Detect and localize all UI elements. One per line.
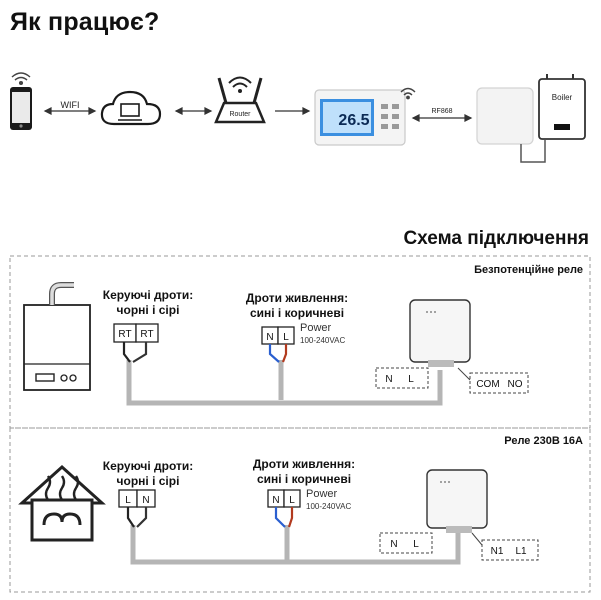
relay-terminal-label: COM bbox=[476, 379, 499, 390]
wifi-arrow bbox=[43, 107, 97, 115]
boiler-icon bbox=[538, 74, 586, 140]
terminal-label: N bbox=[142, 495, 149, 506]
gas-boiler-icon bbox=[23, 282, 91, 391]
relay-terminal-label: N bbox=[390, 539, 397, 550]
router-thermostat-arrow bbox=[275, 107, 311, 115]
section-frame-bottom bbox=[9, 427, 591, 593]
terminal-label: L bbox=[289, 495, 295, 506]
relay-terminal-label: N1 bbox=[491, 546, 504, 557]
relay-module bbox=[409, 299, 471, 367]
control-wires-label-line1: Керуючі дроти: bbox=[102, 459, 194, 473]
power-terminal-block bbox=[267, 489, 301, 508]
power-wires bbox=[274, 507, 294, 528]
output-leader-line bbox=[457, 367, 471, 381]
router-icon bbox=[214, 76, 266, 124]
power-range: 100-240VAC bbox=[300, 336, 345, 345]
thermostat-reading: 26.5 bbox=[338, 112, 369, 129]
relay-terminal-label: NO bbox=[508, 379, 523, 390]
power-wires-label-line1: Дроти живлення: bbox=[245, 291, 349, 305]
terminal-label: L bbox=[283, 332, 289, 343]
cloud-icon bbox=[100, 90, 162, 126]
control-wires-label-line2: чорні і сірі bbox=[116, 474, 180, 488]
relay-terminal-label: L bbox=[413, 539, 419, 550]
power-wires-label: Дроти живлення: сині і коричневі bbox=[243, 457, 365, 487]
output-leader-line bbox=[471, 532, 483, 546]
control-wires bbox=[126, 507, 148, 528]
control-wires-label: Керуючі дроти: чорні і сірі bbox=[92, 288, 204, 318]
terminal-label: L bbox=[125, 495, 131, 506]
relay-terminal-label: L bbox=[408, 374, 414, 385]
section-title-top: Безпотенційне реле bbox=[474, 264, 583, 276]
page-title: Як працює? bbox=[10, 8, 160, 36]
power-word: Power bbox=[300, 322, 332, 334]
control-wires-label-line2: чорні і сірі bbox=[116, 303, 180, 317]
relay-output-terminals bbox=[481, 539, 539, 561]
control-wires bbox=[122, 342, 148, 363]
power-range: 100-240VAC bbox=[306, 502, 351, 511]
relay-input-terminals bbox=[379, 532, 433, 554]
terminal-label: N bbox=[266, 332, 273, 343]
section-title-bottom: Реле 230В 16А bbox=[504, 435, 583, 447]
receiver-device bbox=[476, 87, 534, 145]
terminal-label: RT bbox=[140, 329, 153, 340]
relay-output-terminals bbox=[469, 372, 529, 394]
power-wires-label-line1: Дроти живлення: bbox=[252, 457, 356, 471]
rf-label: RF868 bbox=[431, 108, 452, 115]
control-terminal-block bbox=[113, 323, 159, 343]
cable bbox=[520, 140, 546, 163]
house-heating-icon bbox=[18, 464, 106, 542]
power-word: Power bbox=[306, 488, 338, 500]
power-wires-label: Дроти живлення: сині і коричневі bbox=[236, 291, 358, 321]
section-frame-top bbox=[9, 255, 591, 429]
power-terminal-block bbox=[261, 326, 295, 345]
control-terminal-block bbox=[118, 489, 156, 508]
router-label: Router bbox=[229, 111, 251, 118]
cloud-router-arrow bbox=[174, 107, 213, 115]
thermostat-device bbox=[314, 89, 406, 146]
power-wires bbox=[268, 344, 288, 363]
wifi-label: WIFI bbox=[61, 100, 80, 110]
power-wires-label-line2: сині і коричневі bbox=[249, 306, 345, 320]
wifi-signal-icon bbox=[11, 72, 31, 86]
relay-module bbox=[426, 469, 488, 533]
power-wires-label-line2: сині і коричневі bbox=[256, 472, 352, 486]
relay-terminal-label: L1 bbox=[515, 546, 527, 557]
terminal-label: N bbox=[272, 495, 279, 506]
control-wires-label-line1: Керуючі дроти: bbox=[102, 288, 194, 302]
terminal-label: RT bbox=[118, 329, 131, 340]
relay-terminal-label: N bbox=[385, 374, 392, 385]
boiler-label: Boiler bbox=[552, 93, 573, 102]
wifi-signal-icon bbox=[400, 87, 416, 100]
control-wires-label: Керуючі дроти: чорні і сірі bbox=[92, 459, 204, 489]
grey-cable bbox=[130, 525, 461, 565]
relay-input-terminals bbox=[375, 367, 429, 389]
grey-cable bbox=[126, 360, 443, 406]
wiring-title: Схема підключення bbox=[403, 228, 589, 249]
rf-arrow bbox=[411, 114, 473, 122]
smartphone-icon bbox=[10, 87, 32, 130]
